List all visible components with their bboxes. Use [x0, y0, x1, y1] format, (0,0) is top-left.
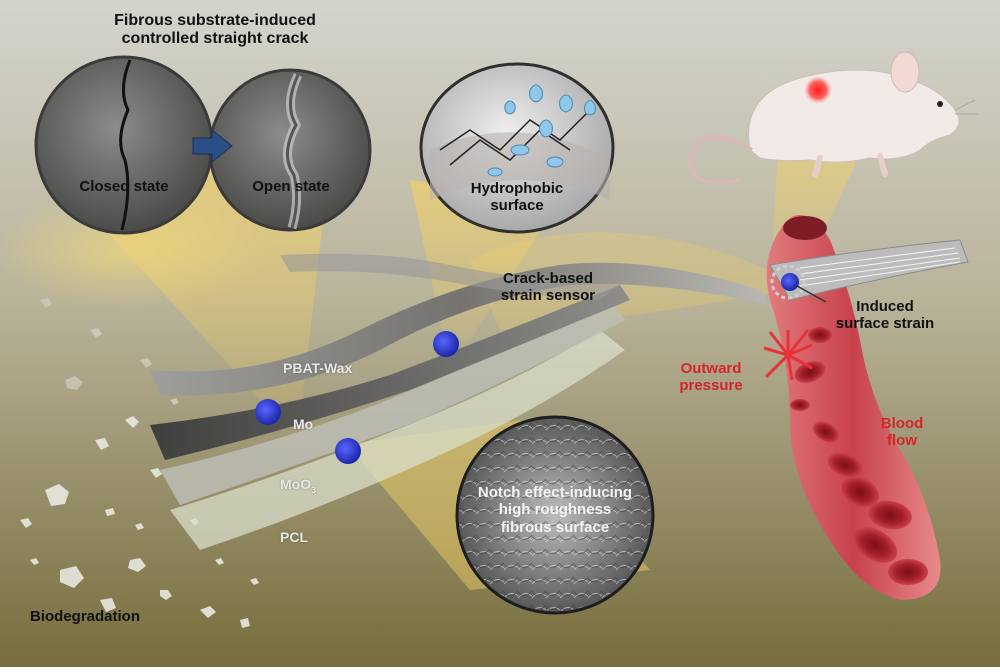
moo3-layer: [160, 300, 625, 505]
open-state-label: Open state: [252, 178, 330, 195]
outward-line-1: Outward: [680, 360, 742, 377]
hydrophobic-line-1: Hydrophobic: [470, 180, 564, 197]
induced-strain-label: Induced surface strain: [820, 298, 950, 333]
mo-label: Mo: [293, 416, 314, 432]
outward-pressure-arrows: [763, 329, 813, 381]
outward-pressure-label: Outward pressure: [666, 360, 756, 395]
notch-line-3: fibrous surface: [500, 518, 610, 536]
marker-moo3: [335, 438, 361, 464]
open-state-circle: [208, 68, 372, 232]
blood-vessel: [763, 215, 941, 600]
closed-state-label: Closed state: [79, 178, 169, 195]
moo3-subscript: 3: [311, 484, 317, 495]
marker-vessel: [781, 273, 799, 291]
induced-line-1: Induced: [856, 298, 914, 315]
pbat-wax-layer: [150, 262, 770, 396]
closed-state-circle: [34, 55, 214, 235]
pcl-label: PCL: [280, 529, 308, 545]
marker-mo: [255, 399, 281, 425]
sensor-label: Crack-based strain sensor: [488, 270, 608, 305]
fibrous-surface-circle: [455, 415, 655, 615]
title-line-1: Fibrous substrate-induced: [114, 12, 316, 29]
notch-label: Notch effect-inducing high roughness fib…: [460, 484, 650, 536]
notch-line-1: Notch effect-inducing: [477, 484, 633, 501]
biodegradation-label: Biodegradation: [30, 608, 141, 625]
sensor-line-1: Crack-based: [502, 270, 594, 287]
hydrophobic-circle: [419, 62, 615, 234]
induced-line-2: surface strain: [835, 315, 935, 333]
pbat-wax-label: PBAT-Wax: [283, 360, 353, 376]
sensor-strip: [769, 239, 969, 301]
hydrophobic-label: Hydrophobic surface: [455, 180, 579, 215]
mouse-icon: [687, 51, 978, 185]
moo3-label: MoO3: [280, 476, 316, 495]
outward-line-2: pressure: [679, 377, 743, 395]
water-droplet-icon: [487, 84, 596, 177]
induced-strain-pointer: [796, 285, 827, 303]
blood-flow-label: Blood flow: [872, 415, 932, 450]
blood-line-2: flow: [887, 432, 917, 450]
hydrophobic-line-2: surface: [490, 197, 544, 215]
pcl-layer: [170, 330, 625, 550]
marker-sensor: [433, 331, 459, 357]
arrow-right-icon: [192, 128, 233, 164]
sensor-line-2: strain sensor: [500, 287, 596, 305]
title-line-2: controlled straight crack: [121, 30, 309, 48]
blood-line-1: Blood: [880, 415, 924, 432]
notch-line-2: high roughness: [498, 501, 612, 519]
moo3-text: MoO: [280, 476, 312, 492]
title: Fibrous substrate-induced controlled str…: [100, 12, 330, 49]
